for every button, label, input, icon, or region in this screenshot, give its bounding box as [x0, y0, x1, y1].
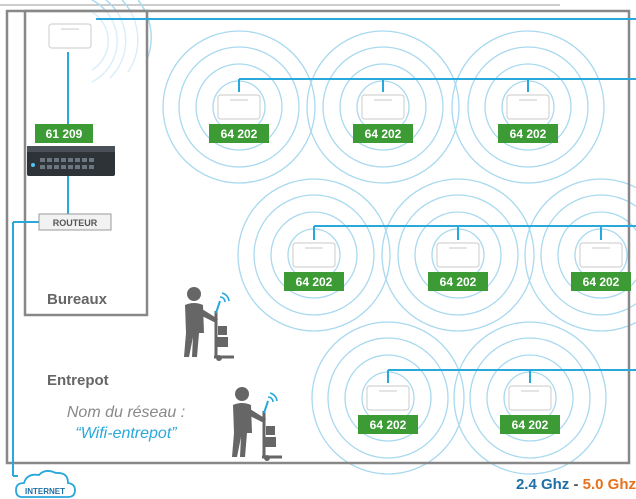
wifi-coverage-ring: [557, 211, 636, 299]
network-cabling: [12, 18, 636, 477]
wifi-coverage-ring: [344, 354, 432, 442]
switch-model-label: 61 209: [46, 127, 83, 141]
network-ssid: “Wifi-entrepot”: [75, 425, 177, 442]
wifi-coverage-ring: [306, 30, 460, 184]
access-points: 64 202 64 202 64 202 64 202 64 202 64 202 64 2…: [209, 94, 631, 434]
wifi-coverage-ring: [311, 321, 465, 475]
wifi-coverage-ring: [322, 46, 444, 168]
office-room-label: Bureaux: [47, 291, 108, 308]
wifi-coverage-ring: [327, 337, 449, 459]
wifi-coverage-ring: [524, 178, 636, 332]
access-point-model-label: 64 202: [510, 127, 547, 141]
access-point: 64 202: [353, 94, 413, 143]
access-point-model-label: 64 202: [583, 275, 620, 289]
wifi-coverage-ring: [253, 194, 375, 316]
wifi-coverage-ring: [469, 337, 591, 459]
wifi-coverage-ring: [339, 63, 427, 151]
wifi-coverage-ring: [467, 46, 589, 168]
access-point-icon: [506, 94, 550, 120]
access-point-badge: [284, 272, 344, 291]
frequency-bands: 2.4 Ghz - 5.0 Ghz: [516, 476, 636, 493]
access-point-badge: [358, 415, 418, 434]
access-point: 64 202: [498, 94, 558, 143]
access-point-icon: [436, 242, 480, 268]
wifi-coverage-ring: [381, 178, 535, 332]
wifi-coverage-ring: [540, 194, 636, 316]
warehouse-wall: [5, 9, 631, 465]
frequency-50ghz: 5.0 Ghz: [582, 476, 636, 493]
access-point-model-label: 64 202: [365, 127, 402, 141]
access-point-icon: [508, 385, 552, 411]
access-point: 64 202: [500, 385, 560, 434]
ceiling-access-point: [48, 23, 92, 49]
switch-badge: 61 209: [35, 124, 93, 143]
wifi-coverage-ring: [162, 30, 316, 184]
access-point-model-label: 64 202: [512, 418, 549, 432]
internet-cloud-icon: INTERNET: [15, 470, 76, 498]
wifi-coverage-ring: [484, 63, 572, 151]
access-point-model-label: 64 202: [370, 418, 407, 432]
wifi-coverage-ring: [237, 178, 391, 332]
frequency-separator: -: [569, 476, 583, 493]
wifi-coverage-ring: [453, 321, 607, 475]
access-point-badge: [428, 272, 488, 291]
wifi-coverage-ring: [451, 30, 605, 184]
access-point-icon: [361, 94, 405, 120]
frequency-24ghz: 2.4 Ghz: [515, 476, 570, 493]
wifi-coverage-ring: [486, 354, 574, 442]
access-point-icon: [579, 242, 623, 268]
access-point-model-label: 64 202: [221, 127, 258, 141]
wifi-coverage-ring: [414, 211, 502, 299]
wifi-coverage-ring: [270, 211, 358, 299]
access-point-icon: [217, 94, 261, 120]
access-point-badge: [498, 124, 558, 143]
internet-label: INTERNET: [25, 487, 65, 496]
wifi-coverage-ring: [397, 194, 519, 316]
access-point-icon: [292, 242, 336, 268]
router: ROUTEUR: [38, 213, 112, 231]
wifi-coverage-ring: [195, 63, 283, 151]
access-point-model-label: 64 202: [296, 275, 333, 289]
worker-with-hand-truck-icon: [232, 387, 282, 461]
access-point-badge: [353, 124, 413, 143]
access-point-badge: [500, 415, 560, 434]
access-point: 64 202: [284, 242, 344, 291]
network-switch: [27, 146, 115, 176]
access-point: 64 202: [571, 242, 631, 291]
access-point: 64 202: [358, 385, 418, 434]
warehouse-room-label: Entrepot: [47, 372, 109, 389]
access-point: 64 202: [428, 242, 488, 291]
access-point-icon: [366, 385, 410, 411]
network-caption: Nom du réseau :: [66, 404, 186, 421]
network-name-caption: Nom du réseau : “Wifi-entrepot”: [26, 402, 226, 444]
access-point-badge: [571, 272, 631, 291]
access-point-badge: [209, 124, 269, 143]
access-point-model-label: 64 202: [440, 275, 477, 289]
worker-with-hand-truck-icon: [184, 287, 234, 361]
router-label: ROUTEUR: [53, 218, 98, 228]
access-point: 64 202: [209, 94, 269, 143]
wifi-coverage-ring: [178, 46, 300, 168]
